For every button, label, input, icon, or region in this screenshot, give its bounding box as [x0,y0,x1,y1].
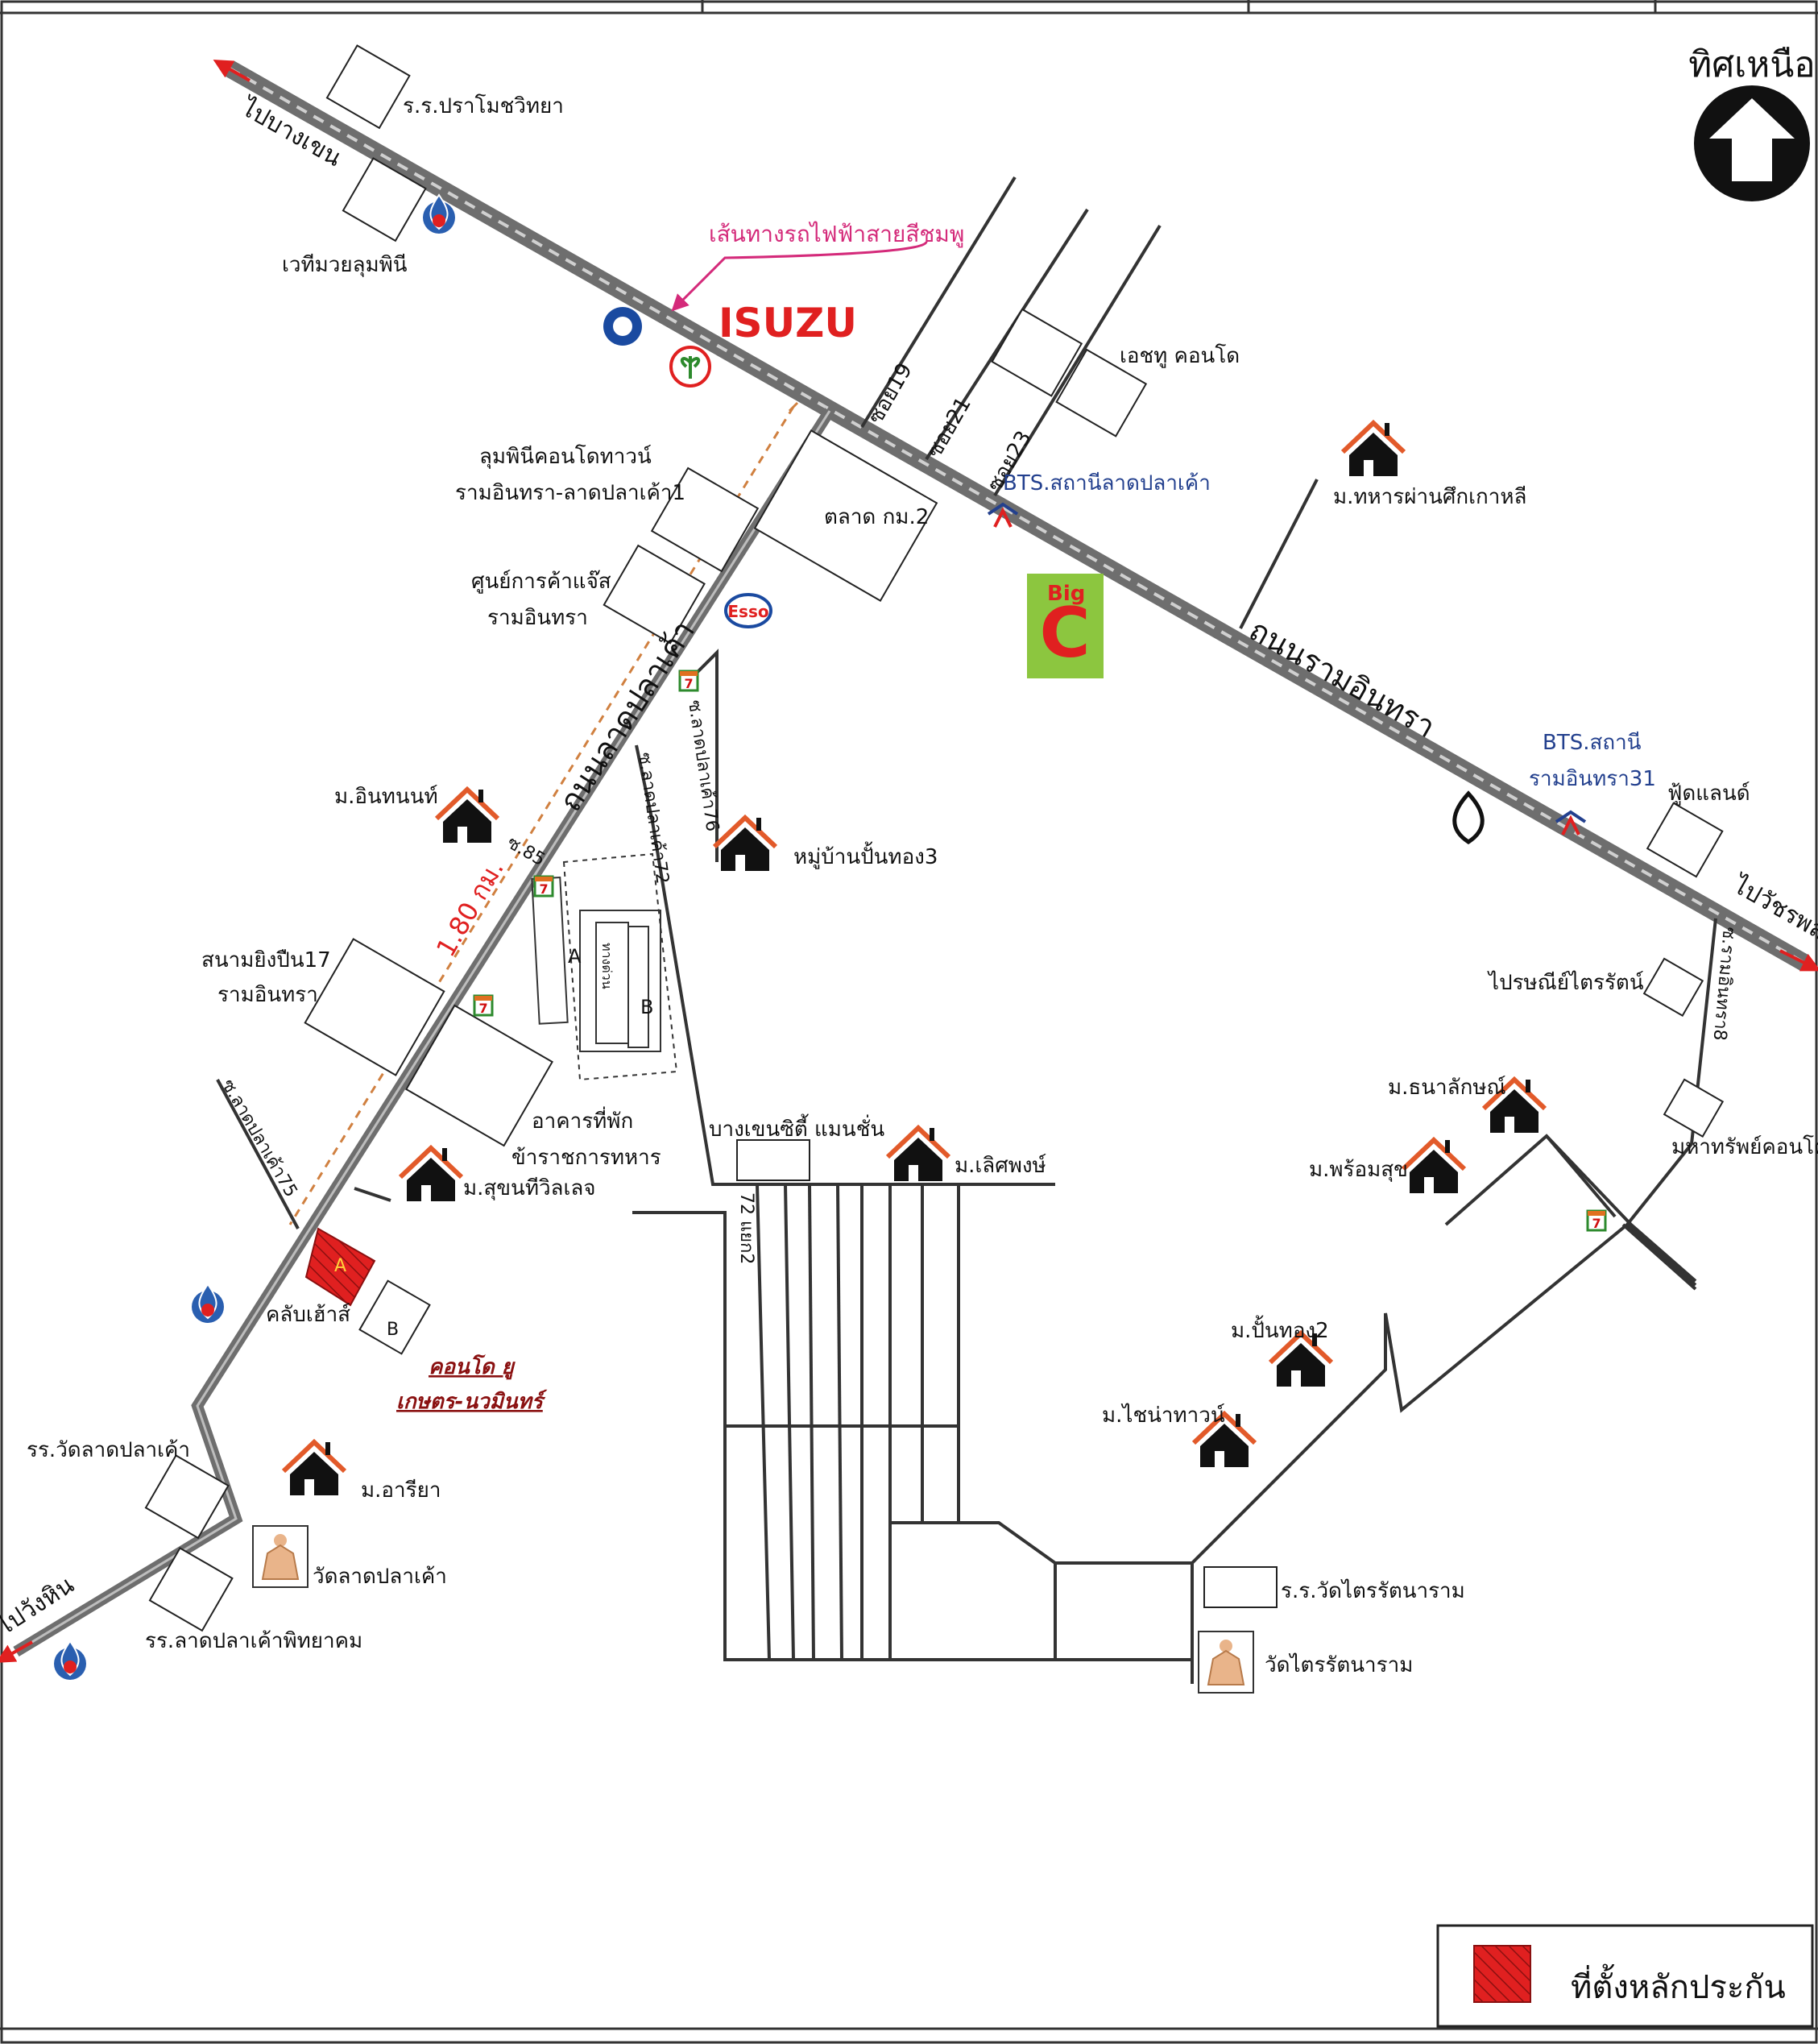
house-icon [400,1148,462,1201]
label-trairat-school: ร.ร.วัดไตรรัตนาราม [1281,1578,1465,1603]
road-label-soi21: ซอย21 [922,393,976,462]
label-lumpini-condo-1: ลุมพินีคอนโดทาวน์ [479,444,652,469]
isuzu-logo: ISUZU [719,300,857,346]
label-jas-2: รามอินทรา [487,606,588,630]
house-icon [714,818,776,871]
label-ariya: ม.อารียา [361,1478,441,1503]
legend: ที่ตั้งหลักประกัน [1436,1924,1814,2028]
label-ban-pan-thong: หมู่บ้านปั้นทอง3 [793,841,938,869]
side-roads [216,176,1717,1684]
condo-label-b: B [387,1320,399,1340]
legend-swatch [1473,1945,1531,2003]
collateral-label-a: A [334,1256,346,1276]
collateral-plot [304,1227,376,1307]
label-mahasap: มหาทรัพย์คอนโด [1671,1134,1818,1159]
label-lumpini-condo-2: รามอินทรา-ลาดปลาเค้า1 [455,481,685,505]
temple-icon [1198,1631,1254,1694]
label-lertpong: ม.เลิศพงษ์ [955,1154,1046,1178]
house-icon [284,1442,345,1495]
label-jas-1: ศูนย์การค้าแจ๊ส [471,570,611,594]
plot-label-b: B [640,996,653,1018]
north-label: ทิศเหนือ [1688,44,1815,85]
kasikorn-logo-icon [669,346,711,388]
seven-eleven-icon [473,994,494,1018]
seven-eleven-icon [533,875,554,898]
road-label-soi-75: ซ.ลาดปลาเค้า75 [217,1076,301,1201]
label-military-2: ข้าราชการทหาร [511,1146,661,1170]
svg-text:Esso: Esso [727,602,768,621]
label-phitthayakhom: รร.ลาดปลาเค้าพิทยาคม [145,1629,362,1653]
label-panthong2: ม.ปั้นทอง2 [1231,1315,1329,1343]
label-lumpini-stadium: เวทีมวยลุมพินี [282,253,408,277]
label-foodland: ฟู้ดแลนด์ [1667,782,1750,806]
temple-icon [252,1525,309,1588]
road-label-ramp: ทางด่วน [599,943,615,989]
label-h2-condo: เอชทู คอนโด [1120,343,1240,368]
label-wat-lat: วัดลาดปลาเค้า [313,1565,447,1589]
bank-logo-icon [603,307,642,346]
esso-logo: Esso [724,593,772,628]
house-icon [1343,423,1404,476]
pink-line-label: เส้นทางรถไฟฟ้าสายสีชมพู [709,221,964,248]
label-market: ตลาด กม.2 [824,505,929,529]
label-range-1: สนามยิงปืน17 [201,948,331,972]
label-condo-u-2: เกษตร-นวมินทร์ [396,1389,548,1414]
house-icon [437,790,498,843]
svg-text:Big: Big [1047,582,1085,606]
label-sukhon: ม.สุขนทีวิลเลจ [463,1176,596,1200]
label-pramot-school: ร.ร.ปราโมชวิทยา [403,93,564,118]
label-wat-trairat: วัดไตรรัตนาราม [1265,1652,1413,1677]
svg-text:C: C [1039,593,1090,674]
label-bts-ramintra-2: รามอินทรา31 [1529,767,1656,791]
road-label-soi-72: ซ.ลาดปลาเค้า72 [634,751,673,885]
big-c-logo: Big C [1027,574,1104,678]
road-label-lat-pla-khao: ถนนลาดปลาเค้า [553,614,702,818]
ptt-station-icon [191,1283,225,1324]
label-bts-ramintra-1: BTS.สถานี [1543,731,1642,755]
label-chainatown: ม.ไชน่าทาวน์ [1102,1403,1225,1428]
label-post-office: ไปรษณีย์ไตรรัตน์ [1487,970,1644,995]
road-label-soi19: ซอย19 [863,359,917,429]
pink-line-pointer [671,241,928,312]
road-label-soi-72-2: 72 แยก2 [736,1192,756,1264]
bangchak-logo-icon [1452,790,1485,844]
label-club-house: คลับเฮ้าส์ [266,1303,350,1327]
road-label-ramintra: ถนนรามอินทรา [1244,612,1442,745]
label-bangkhen-city: บางเขนซิตี้ แมนชั่น [709,1113,884,1142]
label-promsuk: ม.พร้อมสุข [1309,1158,1408,1182]
label-korea-village: ม.ทหารผ่านศึกเกาหลี [1333,485,1526,509]
road-lat-pla-khao [13,408,834,1656]
label-military-1: อาคารที่พัก [532,1106,633,1134]
seven-eleven-icon [678,670,699,693]
north-arrow: ทิศเหนือ [1688,44,1816,201]
house-icon [1403,1140,1464,1193]
building-boxes [144,44,1725,1632]
legend-label: ที่ตั้งหลักประกัน [1571,1963,1786,2006]
label-bts-lat-pla-khao: BTS.สถานีลาดปลาเค้า [1003,471,1211,495]
road-ramintra [225,60,1809,971]
label-thanalak: ม.ธนาลักษณ์ [1388,1076,1506,1100]
label-wat-school: รร.วัดลาดปลาเค้า [27,1438,190,1462]
distance-label: 1.80 กม. [430,855,510,962]
label-inthanon: ม.อินทนนท์ [334,785,438,809]
label-condo-u-1: คอนโด ยู [429,1354,516,1380]
plot-label-a: A [568,945,582,968]
ptt-station-icon [53,1640,87,1681]
house-icon [888,1128,949,1181]
seven-eleven-icon [1586,1209,1607,1233]
label-range-2: รามอินทรา [217,983,318,1007]
